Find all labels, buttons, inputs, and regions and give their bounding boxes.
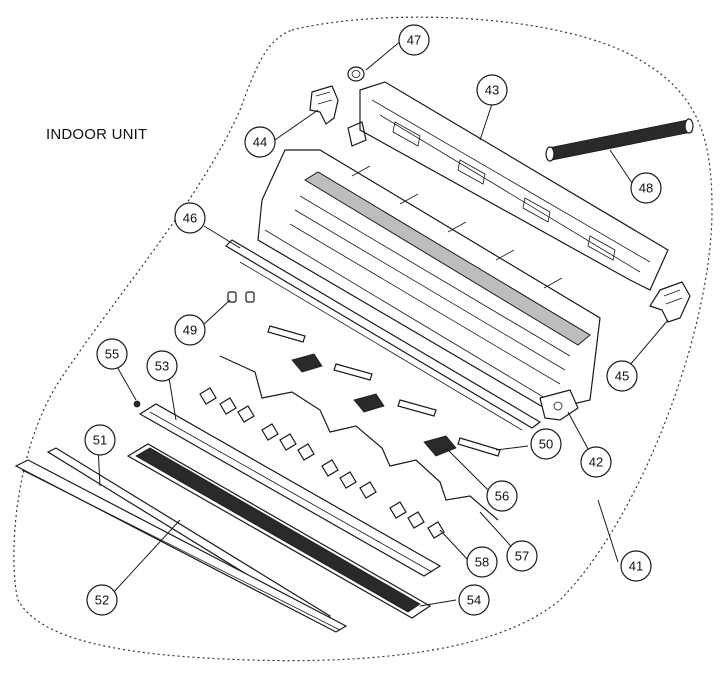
assembly-boundary (13, 16, 713, 662)
svg-text:58: 58 (475, 555, 489, 570)
callout-44: 44 (244, 126, 276, 158)
part-57-link-bar (219, 355, 499, 521)
svg-text:55: 55 (105, 347, 119, 362)
callout-58: 58 (466, 546, 498, 578)
part-48-coil-spring (545, 118, 694, 162)
svg-text:50: 50 (539, 437, 553, 452)
part-44-bracket (309, 85, 339, 125)
callout-50: 50 (530, 428, 562, 460)
callout-54: 54 (458, 584, 490, 616)
svg-text:56: 56 (495, 489, 509, 504)
callout-55: 55 (96, 338, 128, 370)
part-56-clamp (291, 353, 457, 457)
callout-48: 48 (630, 172, 662, 204)
callout-51: 51 (84, 424, 116, 456)
callout-46: 46 (174, 202, 206, 234)
callout-43: 43 (476, 74, 508, 106)
part-54-lower-vane (126, 443, 432, 619)
svg-text:45: 45 (615, 369, 629, 384)
part-47-bushing (347, 66, 365, 82)
svg-text:51: 51 (93, 433, 107, 448)
callout-53: 53 (146, 350, 178, 382)
part-49-clips (227, 291, 255, 303)
svg-text:54: 54 (467, 593, 481, 608)
svg-text:43: 43 (485, 83, 499, 98)
callout-41: 41 (620, 550, 652, 582)
part-52-long-rail (14, 459, 348, 633)
callout-52: 52 (86, 584, 118, 616)
part-51-rod (46, 447, 331, 623)
leader-lines (97, 39, 669, 607)
svg-text:53: 53 (155, 359, 169, 374)
callout-57: 57 (506, 540, 538, 572)
svg-text:48: 48 (639, 181, 653, 196)
callout-49: 49 (174, 314, 206, 346)
part-58-louver-blades (199, 387, 445, 539)
part-43-top-frame (347, 81, 669, 291)
callout-42: 42 (580, 446, 612, 478)
svg-text:57: 57 (515, 549, 529, 564)
svg-text:42: 42 (589, 455, 603, 470)
svg-text:49: 49 (183, 323, 197, 338)
part-45-bracket (649, 281, 691, 323)
svg-text:47: 47 (407, 33, 421, 48)
part-55-screw (133, 400, 141, 408)
part-50-bracket (267, 325, 501, 457)
diagram-title: INDOOR UNIT (46, 126, 148, 143)
callout-47: 47 (398, 24, 430, 56)
svg-text:52: 52 (95, 593, 109, 608)
callout-56: 56 (486, 480, 518, 512)
svg-text:44: 44 (253, 135, 267, 150)
svg-text:46: 46 (183, 211, 197, 226)
callout-45: 45 (606, 360, 638, 392)
svg-text:41: 41 (629, 559, 643, 574)
part-53-upper-vane (138, 403, 442, 577)
